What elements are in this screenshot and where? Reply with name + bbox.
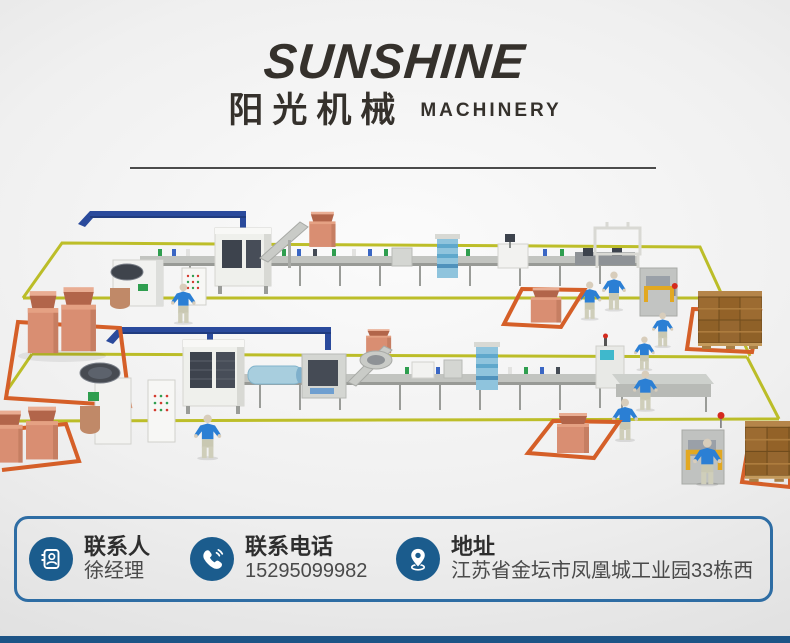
contact-address-value: 江苏省金坛市凤凰城工业园33栋西 [451,559,754,582]
pallet-load [745,421,790,482]
case-packer-upper [639,267,678,317]
carton-zone-lower-left [0,406,82,472]
cartoner-lower [182,339,245,414]
carton-box [0,410,23,463]
contact-address-label: 地址 [451,534,496,560]
bowl-feeder-upper [110,259,164,309]
carton-box [557,413,589,453]
divider-line [130,167,656,169]
contact-phone-item: 联系电话 15295099982 [190,535,368,582]
bottom-accent-strip [0,636,790,643]
production-line-illustration [0,211,790,490]
carton-box [27,291,59,354]
incline-elevator-upper [259,221,309,263]
bowl-feeder-lower [79,362,132,445]
worker [602,271,626,312]
contact-info-bar: 联系人 徐经理 联系电话 15295099982 [14,516,773,602]
shrink-tunnel-lower [247,365,304,385]
contact-card-icon [29,537,73,581]
conveyor-belt-upper [140,256,638,265]
phone-icon [190,537,234,581]
pallet-zone-upper-right [684,291,763,355]
worker [634,336,655,372]
carton-box [530,287,562,323]
film-wrapper-lower [474,342,500,390]
wrapper-machine-lower [301,353,347,399]
labeler-upper [497,234,529,269]
carton-box [309,211,336,247]
control-cabinet-lower [147,379,176,443]
contact-phone-label: 联系电话 [245,534,334,560]
contact-person-item: 联系人 徐经理 [29,535,163,582]
carton-box [26,406,58,460]
cartoner-upper [214,227,272,294]
checkweigher-upper [391,247,413,267]
conveyor-belt-lower [240,374,625,384]
contact-phone-value: 15295099982 [245,559,368,582]
carton-box [61,287,96,352]
carton-zone-upper-center [500,286,588,330]
production-line-lower [79,329,725,487]
contact-address-item: 地址 江苏省金坛市凤凰城工业园33栋西 [396,535,753,582]
gantry-frame-upper [593,222,642,268]
pallet-zone-lower-right [739,421,790,490]
contact-person-label: 联系人 [84,534,151,560]
worker [652,312,674,349]
company-logo: SUNSHINE 阳光机械 MACHINERY [0,35,790,130]
checkweigher-lower [411,361,435,379]
carton-zone-lower-center [524,413,623,461]
packing-table-lower [612,374,714,412]
film-wrapper-upper [435,234,460,278]
production-line-upper [110,211,678,349]
worker [578,281,602,321]
overhead-pipe-upper [78,211,246,236]
contact-person-value: 徐经理 [84,559,144,582]
logo-chinese-name: 阳光机械 [228,91,405,130]
pallet-load [698,291,762,349]
logo-wordmark: SUNSHINE [262,35,529,89]
logo-subtitle: MACHINERY [420,100,562,121]
location-pin-icon [396,537,440,581]
